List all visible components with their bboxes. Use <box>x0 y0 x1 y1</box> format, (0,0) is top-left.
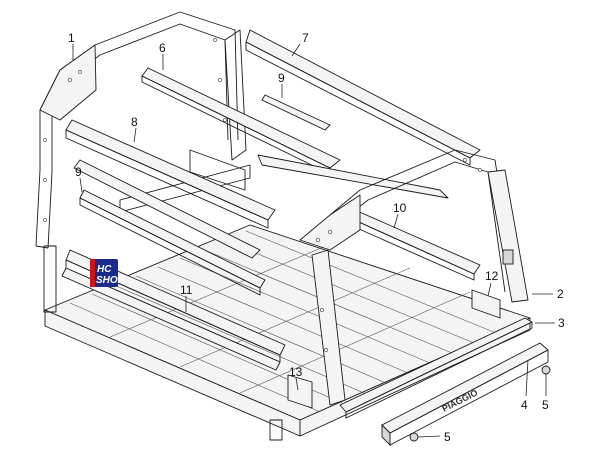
part-1-left-frame <box>35 11 247 249</box>
part-2-right-frame <box>299 149 529 303</box>
callout-3: 3 <box>558 316 565 330</box>
screw-icon <box>409 432 419 442</box>
part-9-lower-rail <box>79 189 266 296</box>
callout-4: 4 <box>521 398 528 412</box>
hc-shop-watermark: HC SHOP <box>90 259 125 287</box>
part-12-bracket <box>471 289 501 319</box>
watermark-line1: HC <box>97 264 112 275</box>
part-7-top-rail <box>245 29 481 166</box>
front-post <box>311 249 346 406</box>
callout-13: 13 <box>289 365 303 379</box>
part-3-front-sill <box>339 317 533 419</box>
screw-icon <box>541 365 551 375</box>
callout-5-upper: 5 <box>542 398 549 412</box>
callout-1: 1 <box>68 31 75 45</box>
part-5-screws <box>409 365 551 442</box>
part-9-upper-rail <box>257 94 449 199</box>
callout-8: 8 <box>131 115 138 129</box>
callout-6: 6 <box>159 41 166 55</box>
callout-11: 11 <box>180 283 193 297</box>
callout-2: 2 <box>557 287 564 301</box>
callout-12: 12 <box>485 269 499 283</box>
callout-10: 10 <box>393 201 407 215</box>
callout-7: 7 <box>302 31 309 45</box>
part-13-block <box>287 374 313 409</box>
leader-lines <box>72 43 555 438</box>
part-11-lower-rail <box>61 249 286 371</box>
callout-labels: 1 2 3 4 5 5 6 7 8 9 9 10 11 12 13 <box>68 31 565 444</box>
callout-5-lower: 5 <box>444 430 451 444</box>
watermark-line2: SHOP <box>96 275 125 286</box>
part-8-side-rail <box>65 119 276 259</box>
callout-9-lower: 9 <box>75 165 82 179</box>
callout-9-upper: 9 <box>278 71 285 85</box>
